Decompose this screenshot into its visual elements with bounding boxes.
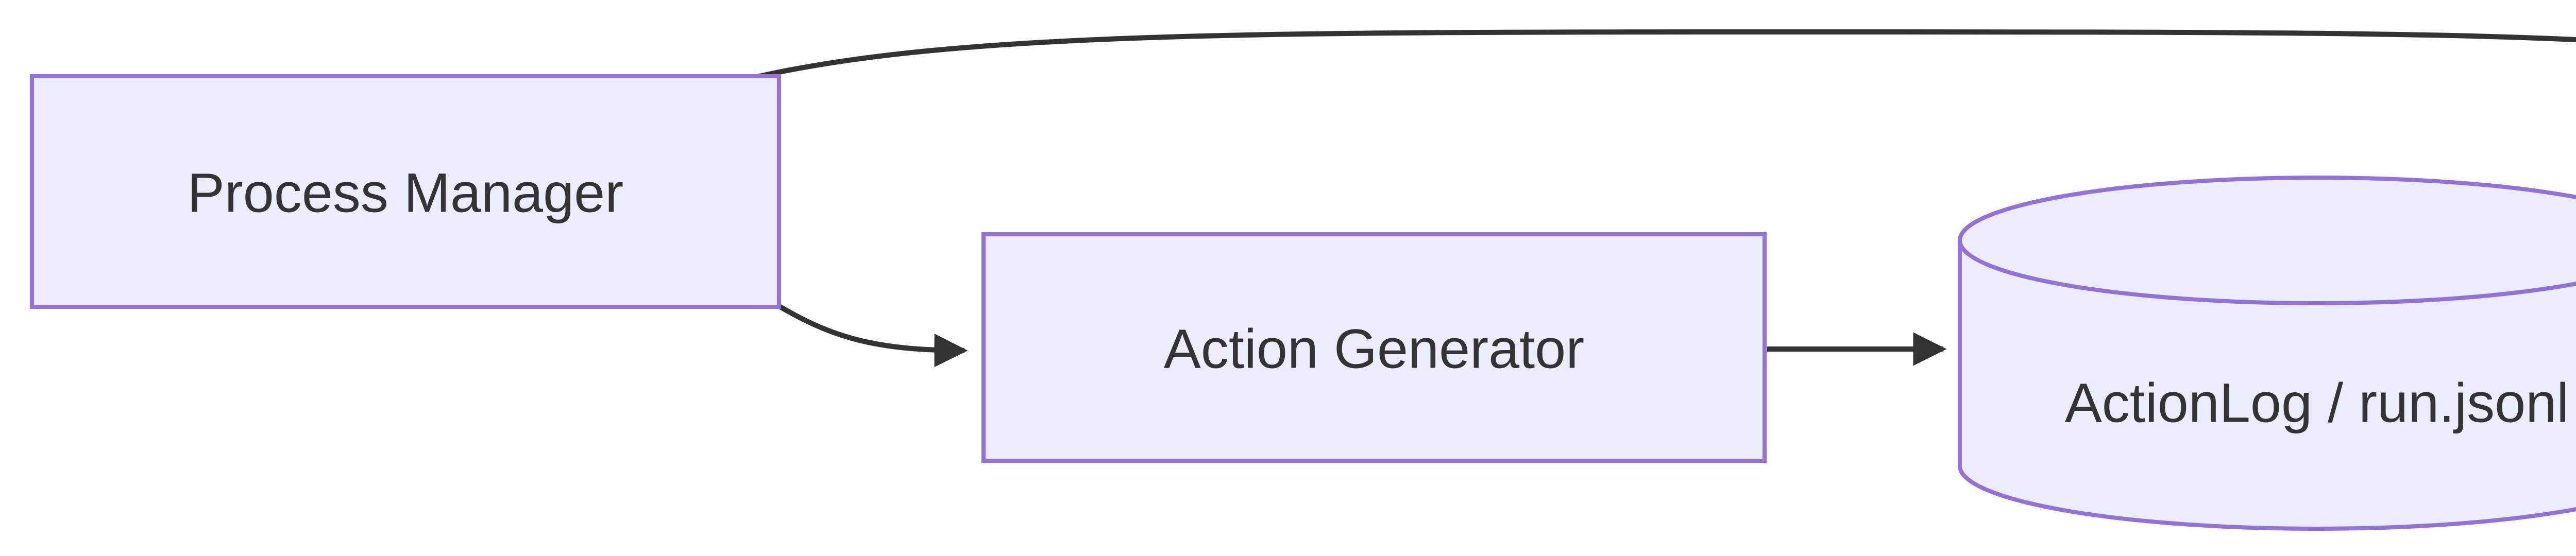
node-process-manager: Process Manager — [30, 74, 781, 309]
action-generator-label: Action Generator — [1164, 318, 1584, 380]
process-manager-label: Process Manager — [188, 162, 623, 224]
action-log-cylinder-top-rim — [1958, 240, 2576, 305]
action-log-cylinder — [1958, 176, 2576, 531]
edges-layer — [754, 29, 2576, 368]
edge-process-manager-to-tui-consumer — [754, 29, 2576, 80]
node-action-generator: Action Generator — [981, 232, 1767, 463]
action-generator-box — [981, 232, 1767, 463]
node-action-log: ActionLog / run.jsonl — [1958, 176, 2576, 531]
action-log-label: ActionLog / run.jsonl — [2065, 372, 2569, 434]
edge-process-manager-to-action-generator — [769, 299, 968, 368]
process-manager-box — [30, 74, 781, 309]
